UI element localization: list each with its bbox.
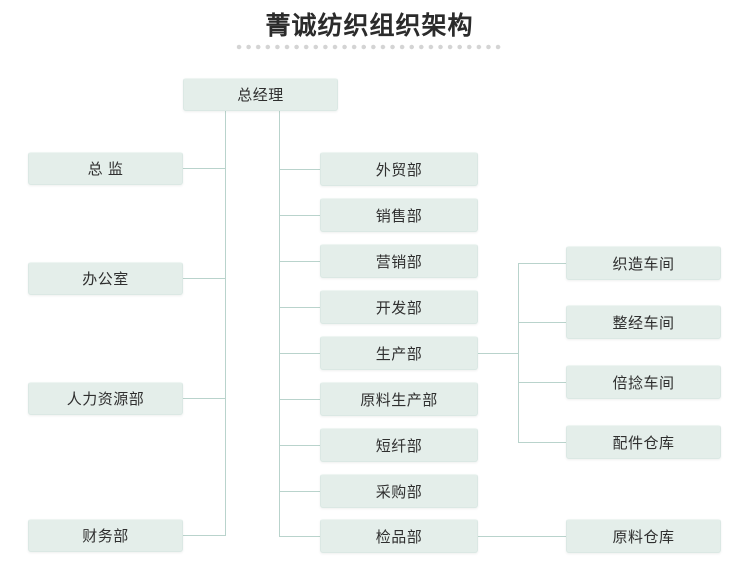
connector-right-branch-1 — [518, 263, 566, 264]
connector-middle-trunk — [279, 110, 280, 536]
connector-middle-branch-6 — [279, 399, 321, 400]
node-weaving-workshop-label: 织造车间 — [612, 255, 675, 273]
connector-middle-branch-5 — [279, 353, 321, 354]
node-finance[interactable]: 财务部 — [28, 519, 183, 552]
connector-inspection-to-warehouse — [478, 536, 566, 537]
node-general-manager[interactable]: 总经理 — [183, 78, 338, 111]
connector-left-branch-1 — [183, 168, 226, 169]
node-director[interactable]: 总 监 — [28, 152, 183, 185]
node-office-label: 办公室 — [82, 271, 129, 288]
node-raw-material-production-label: 原料生产部 — [360, 391, 438, 409]
connector-left-branch-3 — [183, 398, 226, 399]
connector-middle-branch-3 — [279, 261, 321, 262]
node-production-label: 生产部 — [375, 345, 423, 363]
node-raw-material-production[interactable]: 原料生产部 — [320, 382, 478, 416]
node-warping-workshop-label: 整经车间 — [612, 314, 675, 332]
node-purchasing-label: 采购部 — [375, 483, 423, 501]
connector-production-stem — [478, 353, 519, 354]
node-inspection[interactable]: 检品部 — [320, 519, 478, 553]
node-foreign-trade-label: 外贸部 — [375, 161, 423, 179]
node-sales[interactable]: 销售部 — [320, 198, 478, 232]
connector-left-branch-2 — [183, 278, 226, 279]
node-twisting-workshop[interactable]: 倍捻车间 — [566, 365, 721, 399]
connector-left-branch-4 — [183, 535, 226, 536]
node-raw-material-warehouse[interactable]: 原料仓库 — [566, 519, 721, 553]
node-parts-warehouse[interactable]: 配件仓库 — [566, 425, 721, 459]
connector-right-branch-3 — [518, 382, 566, 383]
page-title: 菁诚纺织组织架构 — [265, 12, 474, 40]
node-parts-warehouse-label: 配件仓库 — [612, 434, 675, 452]
node-human-resources-label: 人力资源部 — [66, 391, 145, 408]
node-development-label: 开发部 — [375, 299, 423, 317]
connector-right-branch-4 — [518, 442, 566, 443]
connector-middle-branch-8 — [279, 491, 321, 492]
connector-middle-branch-1 — [279, 169, 321, 170]
title-dotted-rule — [236, 44, 504, 50]
connector-middle-branch-4 — [279, 307, 321, 308]
node-sales-label: 销售部 — [375, 207, 423, 225]
connector-left-trunk — [225, 110, 226, 536]
node-raw-material-warehouse-label: 原料仓库 — [612, 528, 675, 546]
node-foreign-trade[interactable]: 外贸部 — [320, 152, 478, 186]
node-general-manager-label: 总经理 — [237, 87, 284, 104]
node-twisting-workshop-label: 倍捻车间 — [612, 374, 675, 392]
node-short-fiber[interactable]: 短纤部 — [320, 428, 478, 462]
node-weaving-workshop[interactable]: 织造车间 — [566, 246, 721, 280]
node-office[interactable]: 办公室 — [28, 262, 183, 295]
node-finance-label: 财务部 — [82, 528, 129, 545]
node-production[interactable]: 生产部 — [320, 336, 478, 370]
connector-right-trunk — [518, 263, 519, 443]
node-director-label: 总 监 — [87, 161, 124, 178]
node-marketing[interactable]: 营销部 — [320, 244, 478, 278]
node-inspection-label: 检品部 — [375, 528, 423, 546]
connector-middle-branch-9 — [279, 536, 321, 537]
node-warping-workshop[interactable]: 整经车间 — [566, 305, 721, 339]
connector-right-branch-2 — [518, 322, 566, 323]
connector-middle-branch-2 — [279, 215, 321, 216]
connector-middle-branch-7 — [279, 445, 321, 446]
node-human-resources[interactable]: 人力资源部 — [28, 382, 183, 415]
node-purchasing[interactable]: 采购部 — [320, 474, 478, 508]
node-marketing-label: 营销部 — [375, 253, 423, 271]
node-development[interactable]: 开发部 — [320, 290, 478, 324]
node-short-fiber-label: 短纤部 — [375, 437, 423, 455]
